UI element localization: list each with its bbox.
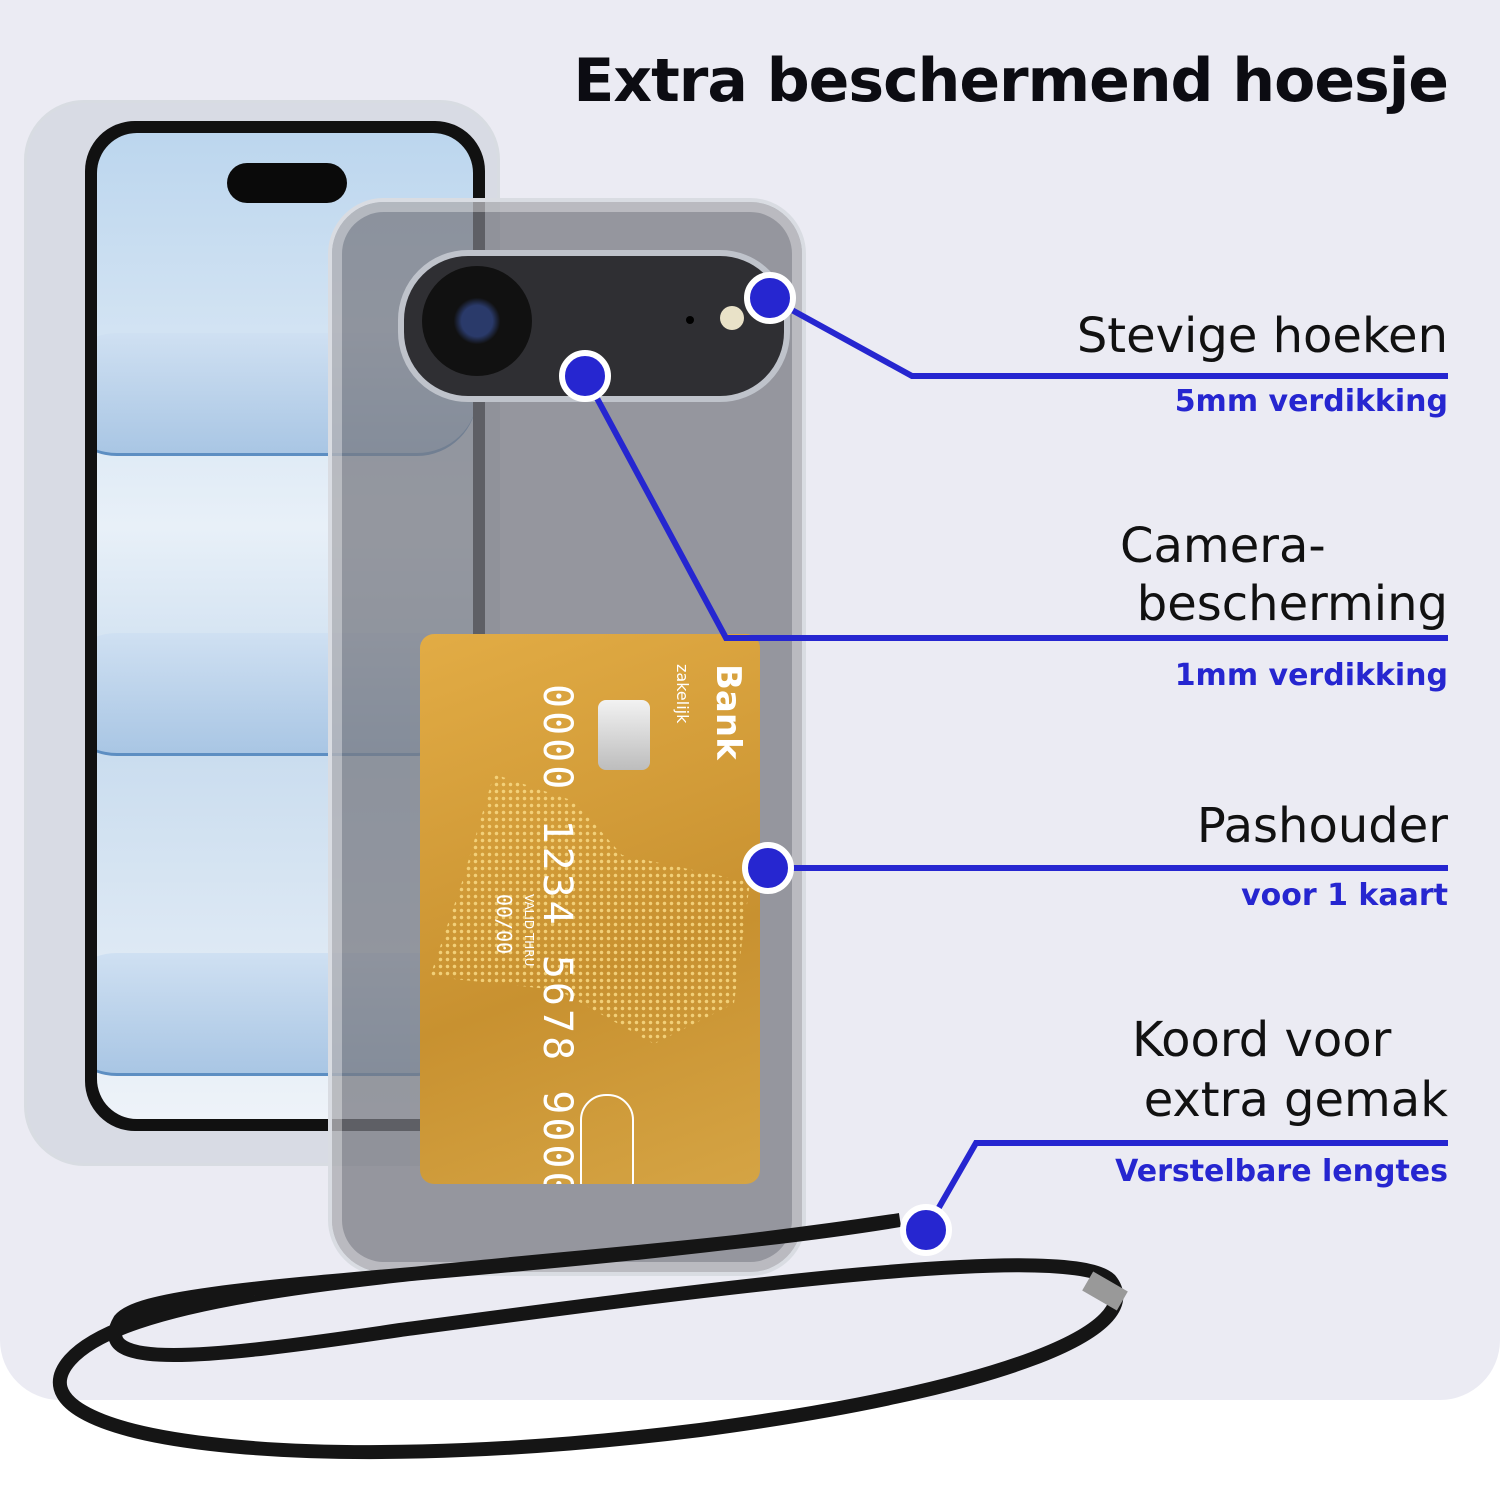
feature-camera-sub: 1mm verdikking — [1174, 658, 1448, 693]
callout-dot-cord — [900, 1204, 952, 1256]
callout-dot-camera — [559, 350, 611, 402]
feature-cord-label-1: Koord voor — [1132, 1012, 1392, 1068]
feature-corners-sub: 5mm verdikking — [1174, 384, 1448, 419]
feature-camera-label-2: bescherming — [1136, 576, 1448, 632]
feature-cardholder-sub: voor 1 kaart — [1241, 878, 1448, 913]
lanyard-cord — [52, 1213, 1128, 1460]
dynamic-island — [227, 163, 347, 203]
feature-cardholder-label: Pashouder — [1196, 798, 1448, 854]
card-chip-icon — [598, 700, 650, 770]
bank-card: Bank zakelijk 0000 1234 5678 9000 VALID … — [420, 634, 760, 1184]
flash-icon — [720, 306, 744, 330]
contactless-icon — [580, 1094, 634, 1184]
camera-lens-icon — [422, 266, 532, 376]
feature-corners-label: Stevige hoeken — [1076, 308, 1448, 364]
callout-dot-cardholder — [742, 842, 794, 894]
feature-cord-sub: Verstelbare lengtes — [1115, 1154, 1448, 1189]
feature-cord-label-2: extra gemak — [1143, 1072, 1448, 1128]
callout-dot-corners — [744, 272, 796, 324]
feature-camera-label-1: Camera- — [1120, 518, 1326, 574]
page-title: Extra beschermend hoesje — [573, 46, 1449, 116]
microphone-hole — [686, 316, 694, 324]
